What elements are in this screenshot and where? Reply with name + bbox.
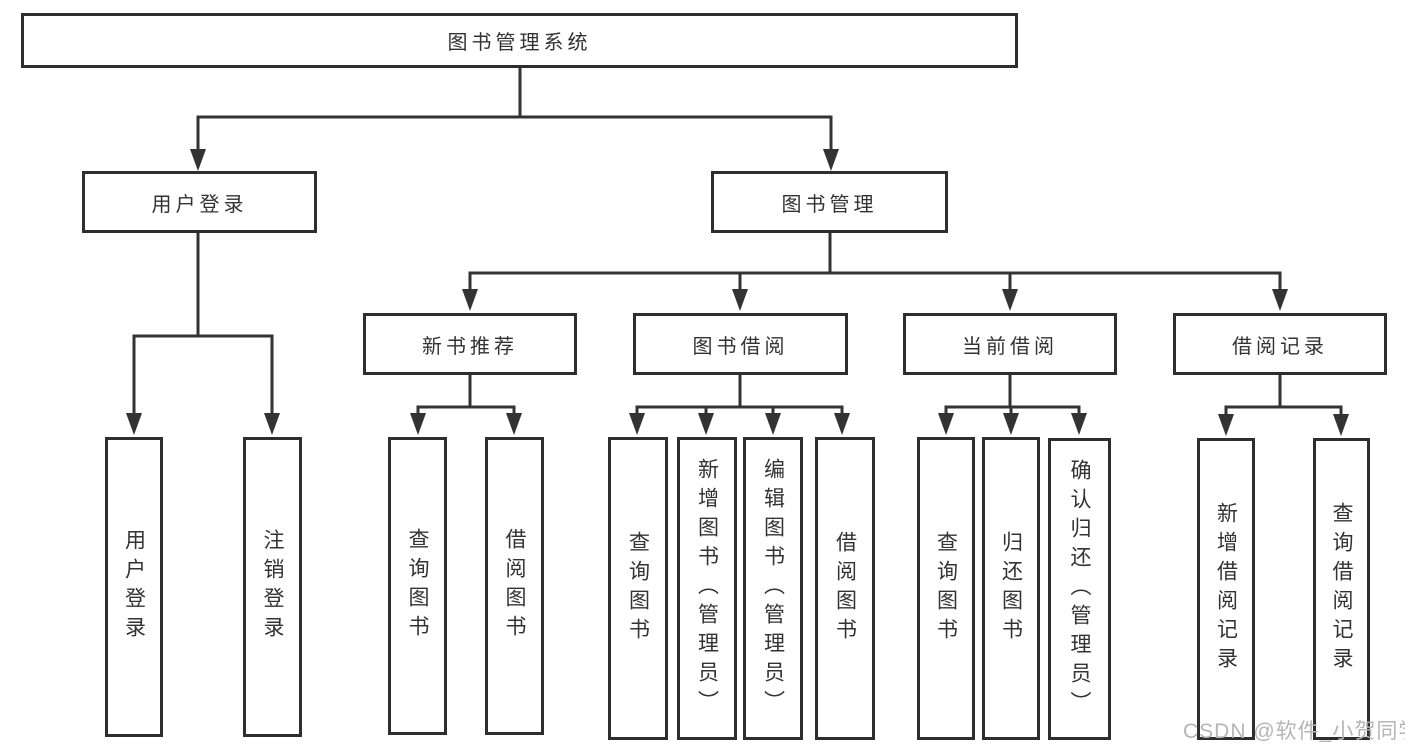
node-leaf-user-login-label: 用户登录 [122, 529, 146, 645]
node-leaf-query-books-current: 查询图书 [917, 437, 975, 740]
node-new-book-recommend: 新书推荐 [363, 313, 577, 375]
node-book-management: 图书管理 [711, 171, 948, 233]
node-current-borrowing-label: 当前借阅 [962, 335, 1058, 358]
node-leaf-add-borrow-record: 新增借阅记录 [1197, 438, 1255, 740]
node-leaf-edit-book-admin: 编辑图书（管理员） [743, 437, 803, 740]
node-leaf-query-books-borrow-label: 查询图书 [626, 530, 650, 647]
node-leaf-return-books-label: 归还图书 [999, 530, 1023, 647]
node-current-borrowing: 当前借阅 [903, 313, 1117, 375]
tree-edges [132, 68, 1343, 416]
node-borrow-records-label: 借阅记录 [1232, 335, 1328, 358]
node-root: 图书管理系统 [21, 13, 1018, 68]
node-leaf-confirm-return-admin-label: 确认归还（管理员） [1068, 458, 1091, 720]
node-leaf-query-books-current-label: 查询图书 [934, 530, 958, 647]
node-leaf-edit-book-admin-label: 编辑图书（管理员） [761, 458, 785, 719]
node-leaf-query-books-recommend: 查询图书 [388, 437, 447, 735]
node-leaf-logout-label: 注销登录 [261, 529, 284, 645]
node-leaf-borrow-books-label: 借阅图书 [833, 530, 857, 647]
node-user-login-module: 用户登录 [82, 171, 317, 233]
node-book-borrowing: 图书借阅 [633, 313, 848, 375]
node-leaf-query-borrow-record-label: 查询借阅记录 [1330, 502, 1353, 676]
node-leaf-borrow-books-recommend: 借阅图书 [485, 437, 544, 735]
node-leaf-add-book-admin-label: 新增图书（管理员） [695, 458, 719, 719]
arrowheads [126, 149, 1349, 436]
node-leaf-query-books-recommend-label: 查询图书 [406, 528, 429, 644]
node-leaf-borrow-books-recommend-label: 借阅图书 [503, 528, 526, 644]
node-user-login-module-label: 用户登录 [151, 193, 248, 216]
watermark: CSDN @软件_小贺同学 [1183, 720, 1405, 743]
node-borrow-records: 借阅记录 [1173, 313, 1387, 375]
node-leaf-borrow-books: 借阅图书 [815, 437, 875, 740]
node-book-management-label: 图书管理 [781, 193, 878, 216]
node-book-borrowing-label: 图书借阅 [692, 335, 789, 358]
node-leaf-logout: 注销登录 [243, 437, 302, 737]
node-leaf-query-borrow-record: 查询借阅记录 [1313, 438, 1370, 740]
node-new-book-recommend-label: 新书推荐 [422, 335, 518, 358]
node-leaf-add-borrow-record-label: 新增借阅记录 [1214, 502, 1238, 676]
node-leaf-confirm-return-admin: 确认归还（管理员） [1048, 438, 1111, 740]
node-leaf-query-books-borrow: 查询图书 [608, 437, 668, 740]
node-leaf-return-books: 归还图书 [982, 437, 1040, 740]
node-root-label: 图书管理系统 [447, 32, 592, 54]
node-leaf-add-book-admin: 新增图书（管理员） [677, 437, 737, 740]
node-leaf-user-login: 用户登录 [105, 437, 163, 737]
